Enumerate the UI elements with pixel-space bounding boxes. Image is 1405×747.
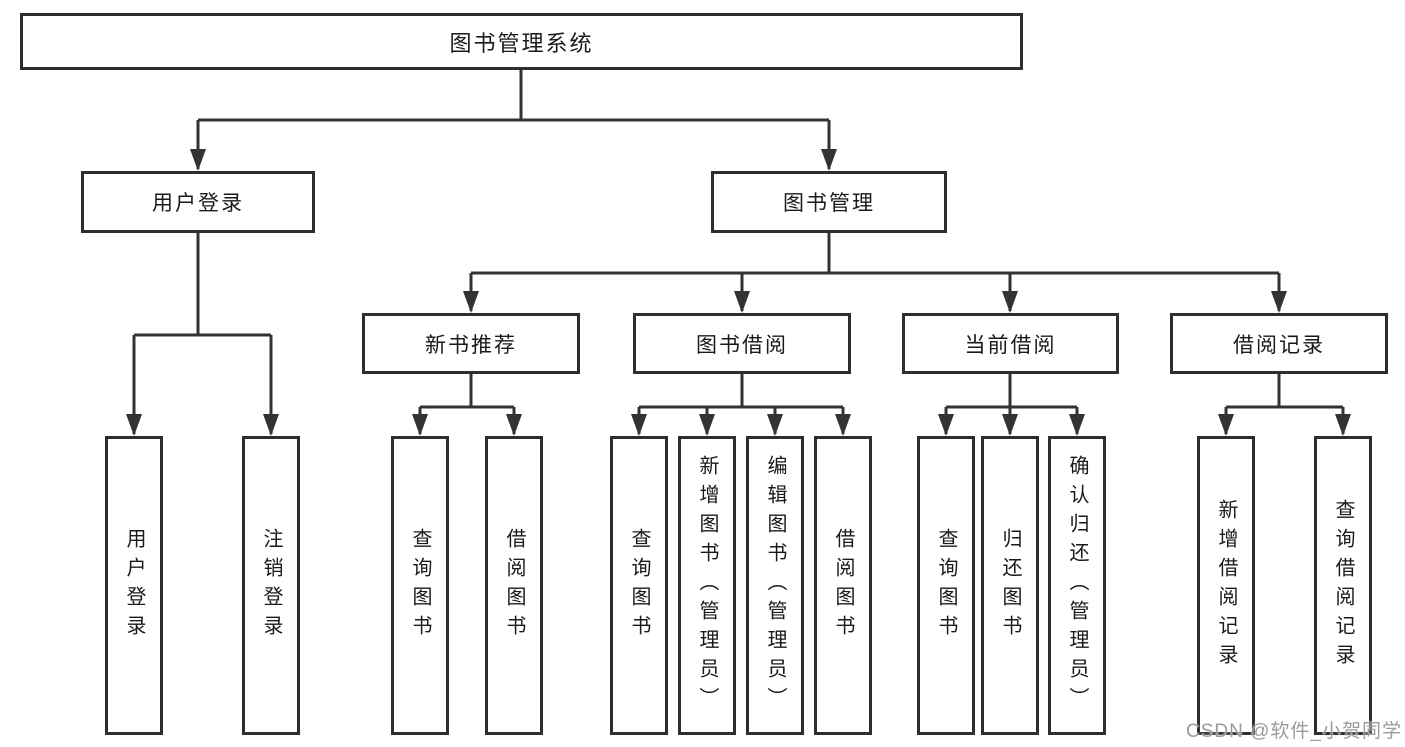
leaf-return-books: 归还图书 <box>981 436 1039 735</box>
leaf-borrow-books-newbook-label: 借阅图书 <box>503 527 525 644</box>
leaf-confirm-return-admin: 确认归还（管理员） <box>1048 436 1106 735</box>
leaf-return-books-label: 归还图书 <box>999 527 1021 644</box>
csdn-watermark: CSDN @软件_小贺同学 <box>1186 721 1402 742</box>
node-root-system: 图书管理系统 <box>20 13 1023 70</box>
edge-root-to-level1 <box>198 70 829 122</box>
leaf-user-login: 用户登录 <box>105 436 163 735</box>
node-user-login: 用户登录 <box>81 171 315 233</box>
edge-newbook-to-leaves <box>420 374 514 409</box>
leaf-add-borrow-record: 新增借阅记录 <box>1197 436 1255 735</box>
leaf-confirm-return-admin-label: 确认归还（管理员） <box>1066 455 1088 716</box>
edge-borrowrecord-to-leaves <box>1226 374 1343 409</box>
leaf-logout-label: 注销登录 <box>260 527 282 644</box>
leaf-query-books-borrow: 查询图书 <box>610 436 668 735</box>
node-new-book-recommendation: 新书推荐 <box>362 313 580 374</box>
leaf-query-books-current-label: 查询图书 <box>935 527 957 644</box>
leaf-query-books-newbook: 查询图书 <box>391 436 449 735</box>
node-book-management: 图书管理 <box>711 171 947 233</box>
leaf-user-login-label: 用户登录 <box>123 527 145 644</box>
leaf-edit-books-admin-label: 编辑图书（管理员） <box>764 455 786 716</box>
leaf-logout: 注销登录 <box>242 436 300 735</box>
leaf-add-borrow-record-label: 新增借阅记录 <box>1215 498 1237 673</box>
edge-bookmgmt-to-level2 <box>471 233 1279 275</box>
leaf-add-books-admin-label: 新增图书（管理员） <box>696 455 718 716</box>
edge-userlogin-to-leaves <box>134 233 271 337</box>
leaf-query-borrow-record: 查询借阅记录 <box>1314 436 1372 735</box>
leaf-borrow-books-newbook: 借阅图书 <box>485 436 543 735</box>
leaf-borrow-books-label: 借阅图书 <box>832 527 854 644</box>
node-borrowing-records: 借阅记录 <box>1170 313 1388 374</box>
leaf-borrow-books: 借阅图书 <box>814 436 872 735</box>
leaf-edit-books-admin: 编辑图书（管理员） <box>746 436 804 735</box>
edge-bookborrow-to-leaves <box>639 374 843 409</box>
edge-currentborrow-to-leaves <box>946 374 1077 409</box>
leaf-add-books-admin: 新增图书（管理员） <box>678 436 736 735</box>
leaf-query-books-current: 查询图书 <box>917 436 975 735</box>
node-current-borrowing: 当前借阅 <box>902 313 1119 374</box>
node-book-borrowing: 图书借阅 <box>633 313 851 374</box>
leaf-query-books-newbook-label: 查询图书 <box>409 527 431 644</box>
leaf-query-books-borrow-label: 查询图书 <box>628 527 650 644</box>
leaf-query-borrow-record-label: 查询借阅记录 <box>1332 498 1354 673</box>
